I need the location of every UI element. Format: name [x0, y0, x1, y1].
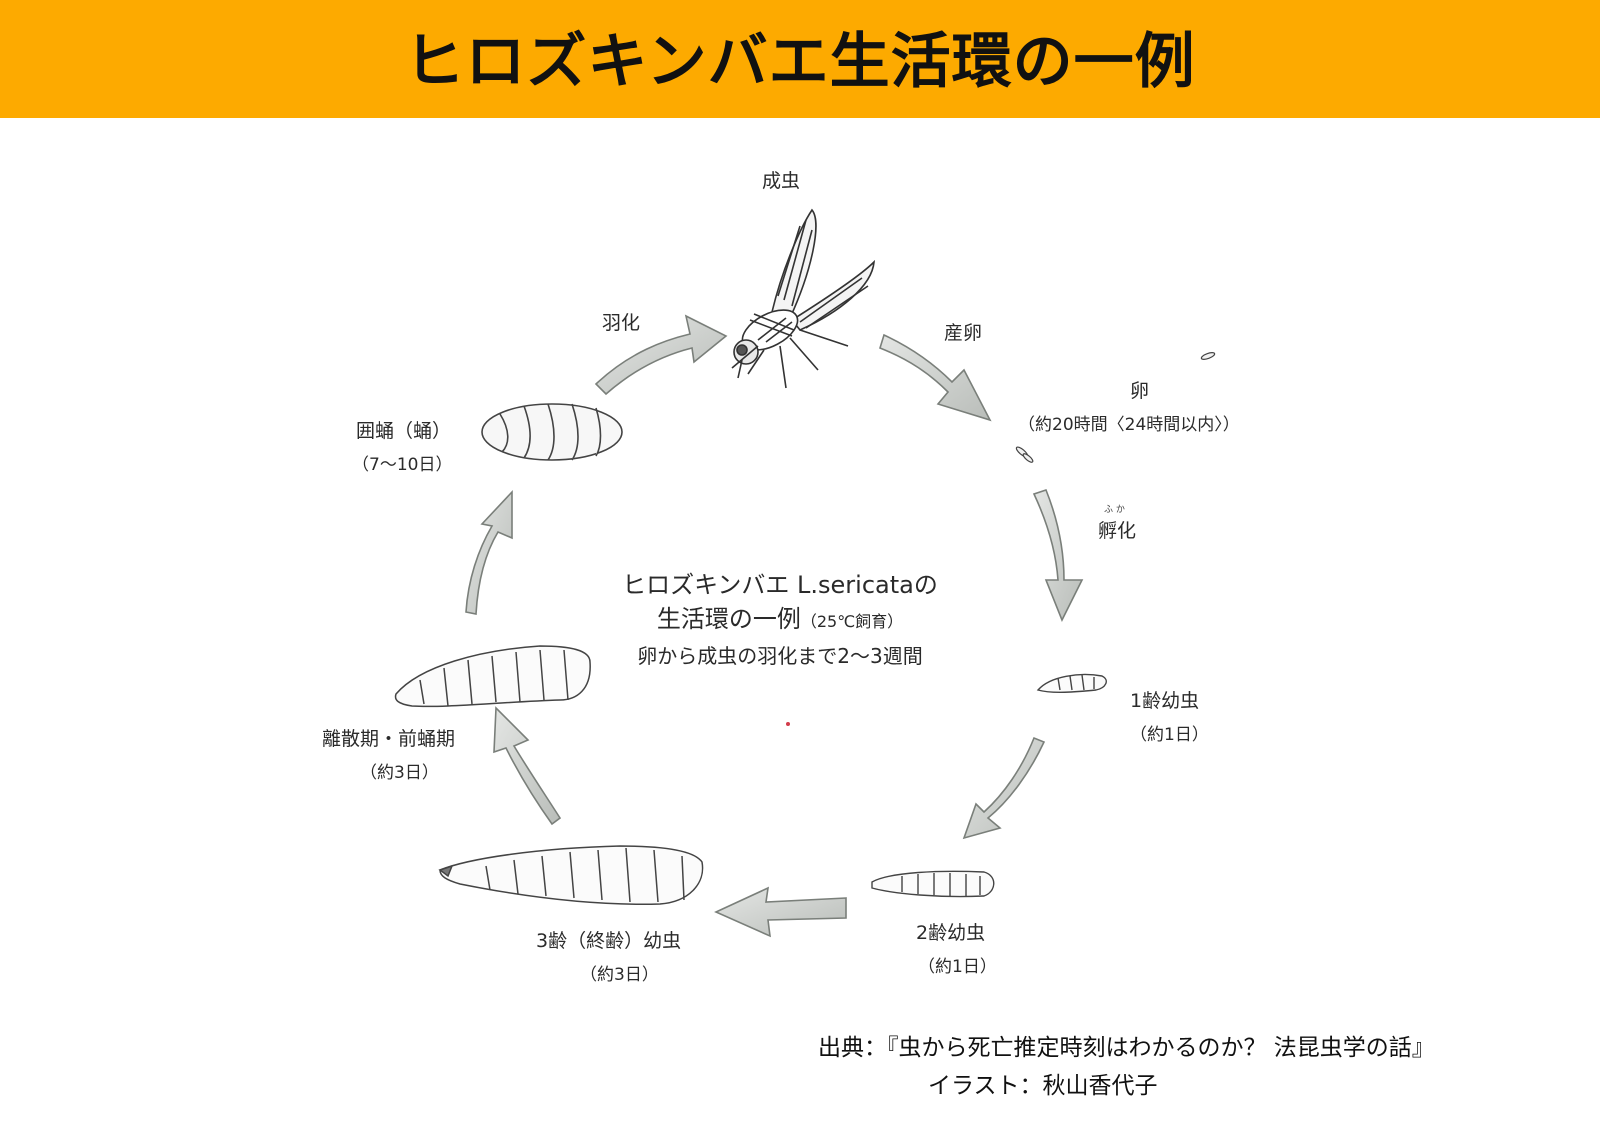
label-wandering: 離散期・前蛹期 — [322, 728, 456, 750]
illustration-credit: イラスト：秋山香代子 — [928, 1073, 1158, 1099]
adult-fly-illustration — [731, 208, 875, 389]
diagram-center-caption: ヒロズキンバエ L.sericataの 生活環の一例（25℃飼育） 卵から成虫の… — [560, 568, 1000, 673]
center-line-2: 生活環の一例（25℃飼育） — [560, 602, 1000, 639]
arrow-second-to-third — [714, 886, 847, 938]
label-hatching-ruby: ふ か — [1104, 505, 1125, 515]
label-oviposition: 産卵 — [944, 322, 983, 344]
label-pupa-duration: （7～10日） — [352, 455, 453, 475]
label-pupa: 囲蛹（蛹） — [356, 420, 452, 442]
label-first-instar: 1齢幼虫 — [1130, 690, 1200, 712]
wandering-larva-illustration — [394, 645, 591, 708]
page-title: ヒロズキンバエ生活環の一例 — [404, 27, 1196, 97]
arrow-oviposition — [879, 333, 992, 422]
center-line-2-note: （25℃飼育） — [800, 612, 904, 631]
label-first-instar-duration: （約1日） — [1130, 725, 1209, 745]
red-dot-mark — [786, 722, 790, 726]
label-emergence: 羽化 — [602, 312, 641, 334]
label-wandering-duration: （約3日） — [360, 763, 439, 783]
label-adult: 成虫 — [762, 170, 801, 192]
first-instar-illustration — [1036, 673, 1107, 693]
header-banner — [0, 0, 1600, 118]
label-egg: 卵 — [1130, 380, 1150, 402]
third-instar-illustration — [438, 845, 704, 905]
life-cycle-diagram — [394, 208, 1216, 938]
center-line-1: ヒロズキンバエ L.sericataの — [622, 571, 938, 599]
second-instar-illustration — [871, 870, 995, 898]
label-third-instar: 3齢（終齢）幼虫 — [536, 930, 682, 952]
arrow-emergence — [594, 314, 728, 396]
egg-illustration — [1015, 352, 1216, 463]
source-credit: 出典：『虫から死亡推定時刻はわかるのか？ 法昆虫学の話』 — [818, 1035, 1435, 1061]
center-line-2-text: 生活環の一例 — [656, 605, 801, 633]
label-third-instar-duration: （約3日） — [580, 965, 659, 985]
pupa-illustration — [481, 403, 623, 461]
arrow-hatching — [1032, 489, 1084, 622]
center-line-3: 卵から成虫の羽化まで2～3週間 — [637, 644, 923, 668]
label-egg-duration: （約20時間〈24時間以内〉） — [1018, 415, 1240, 435]
label-hatching: 孵化 — [1098, 520, 1137, 542]
arrow-third-to-wandering — [493, 706, 562, 826]
arrow-wandering-to-pupa — [465, 489, 513, 615]
label-second-instar: 2齢幼虫 — [916, 922, 986, 944]
arrow-first-to-second — [962, 736, 1046, 840]
label-second-instar-duration: （約1日） — [918, 957, 997, 977]
